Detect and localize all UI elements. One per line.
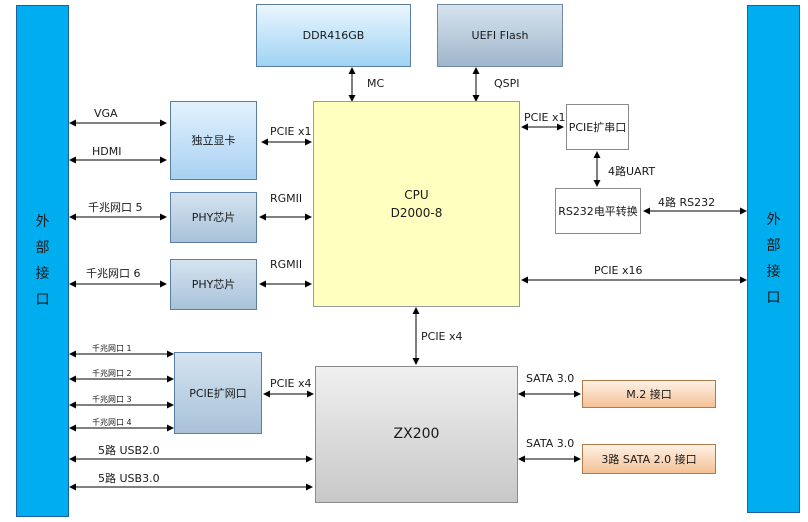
sata30-2-label: SATA 3.0 xyxy=(526,437,575,450)
left-external-interface: 外 部 接 口 xyxy=(16,5,69,517)
left-rail-char-1: 外 xyxy=(35,214,50,230)
pcie-uart-expander-block: PCIE 扩串口 xyxy=(566,104,629,150)
eth1-label: 千兆网口 1 xyxy=(92,344,132,353)
left-rail-char-3: 接 xyxy=(35,266,50,282)
pcie16-label: PCIE x16 xyxy=(594,264,643,277)
uefi-flash-label: UEFI Flash xyxy=(471,29,529,42)
cpu-model: D2000-8 xyxy=(390,206,443,220)
eth2-label: 千兆网口 2 xyxy=(92,369,132,378)
rs232-4-label: 4路 RS232 xyxy=(658,196,716,209)
m2-interface-block: M.2 接口 xyxy=(582,380,716,408)
pcie-nic-label: PCIE扩网口 xyxy=(189,386,247,400)
vga-label: VGA xyxy=(94,107,118,120)
left-rail-char-2: 部 xyxy=(35,240,50,256)
rs232-line2: 电平转换 xyxy=(593,204,638,218)
uart-pcie-label: PCIE x1 xyxy=(524,111,566,124)
eth3-label: 千兆网口 3 xyxy=(92,395,132,404)
discrete-gpu-block: 独立显卡 xyxy=(170,101,257,180)
rgmii2-label: RGMII xyxy=(270,258,303,271)
right-rail-char-2: 部 xyxy=(766,238,781,254)
rgmii1-label: RGMII xyxy=(270,192,303,205)
right-rail-char-1: 外 xyxy=(766,212,781,228)
pcie-uart-line1: PCIE xyxy=(568,120,594,134)
qspi-label: QSPI xyxy=(494,77,520,90)
left-rail-char-4: 口 xyxy=(35,292,50,308)
nic-pcie-label: PCIE x4 xyxy=(270,377,312,390)
usb2-label: 5路 USB2.0 xyxy=(98,444,160,457)
pcie4-vert-label: PCIE x4 xyxy=(421,330,463,343)
ddr4-type: DDR4 xyxy=(302,29,335,42)
gpu-pcie-label: PCIE x1 xyxy=(270,125,312,138)
rs232-line1: RS232 xyxy=(558,204,594,218)
right-rail-char-3: 接 xyxy=(766,264,781,280)
eth6-label: 千兆网口 6 xyxy=(86,267,141,280)
cpu-block: CPU D2000-8 xyxy=(313,101,520,307)
pcie-nic-block: PCIE扩网口 xyxy=(174,352,262,434)
phy-chip-2-block: PHY芯片 xyxy=(170,259,257,310)
ddr4-memory-block: DDR4 16GB xyxy=(256,4,411,67)
eth5-label: 千兆网口 5 xyxy=(88,201,143,214)
phy-chip-1-block: PHY芯片 xyxy=(170,192,257,243)
mc-label: MC xyxy=(367,77,385,90)
phy-chip-1-label: PHY芯片 xyxy=(191,211,236,224)
right-rail-char-4: 口 xyxy=(766,290,781,306)
eth4-label: 千兆网口 4 xyxy=(92,418,132,427)
usb3-label: 5路 USB3.0 xyxy=(98,472,160,485)
right-external-interface: 外 部 接 口 xyxy=(747,5,800,513)
zx200-bridge-block: ZX200 xyxy=(315,366,518,503)
m2-label: M.2 接口 xyxy=(626,387,672,401)
zx200-label: ZX200 xyxy=(393,426,440,442)
ddr4-capacity: 16GB xyxy=(334,29,365,42)
pcie-uart-line2: 扩串口 xyxy=(593,120,627,134)
discrete-gpu-label: 独立显卡 xyxy=(191,134,236,147)
cpu-label: CPU xyxy=(404,188,429,202)
sata-interface-block: 3路 SATA 2.0 接口 xyxy=(582,444,716,474)
rs232-converter-block: RS232 电平转换 xyxy=(555,188,641,234)
hdmi-label: HDMI xyxy=(92,145,122,158)
sata30-1-label: SATA 3.0 xyxy=(526,372,575,385)
uart4-label: 4路UART xyxy=(608,165,656,178)
sata-label: 3路 SATA 2.0 接口 xyxy=(601,452,697,466)
phy-chip-2-label: PHY芯片 xyxy=(191,278,236,291)
uefi-flash-block: UEFI Flash xyxy=(437,4,563,67)
